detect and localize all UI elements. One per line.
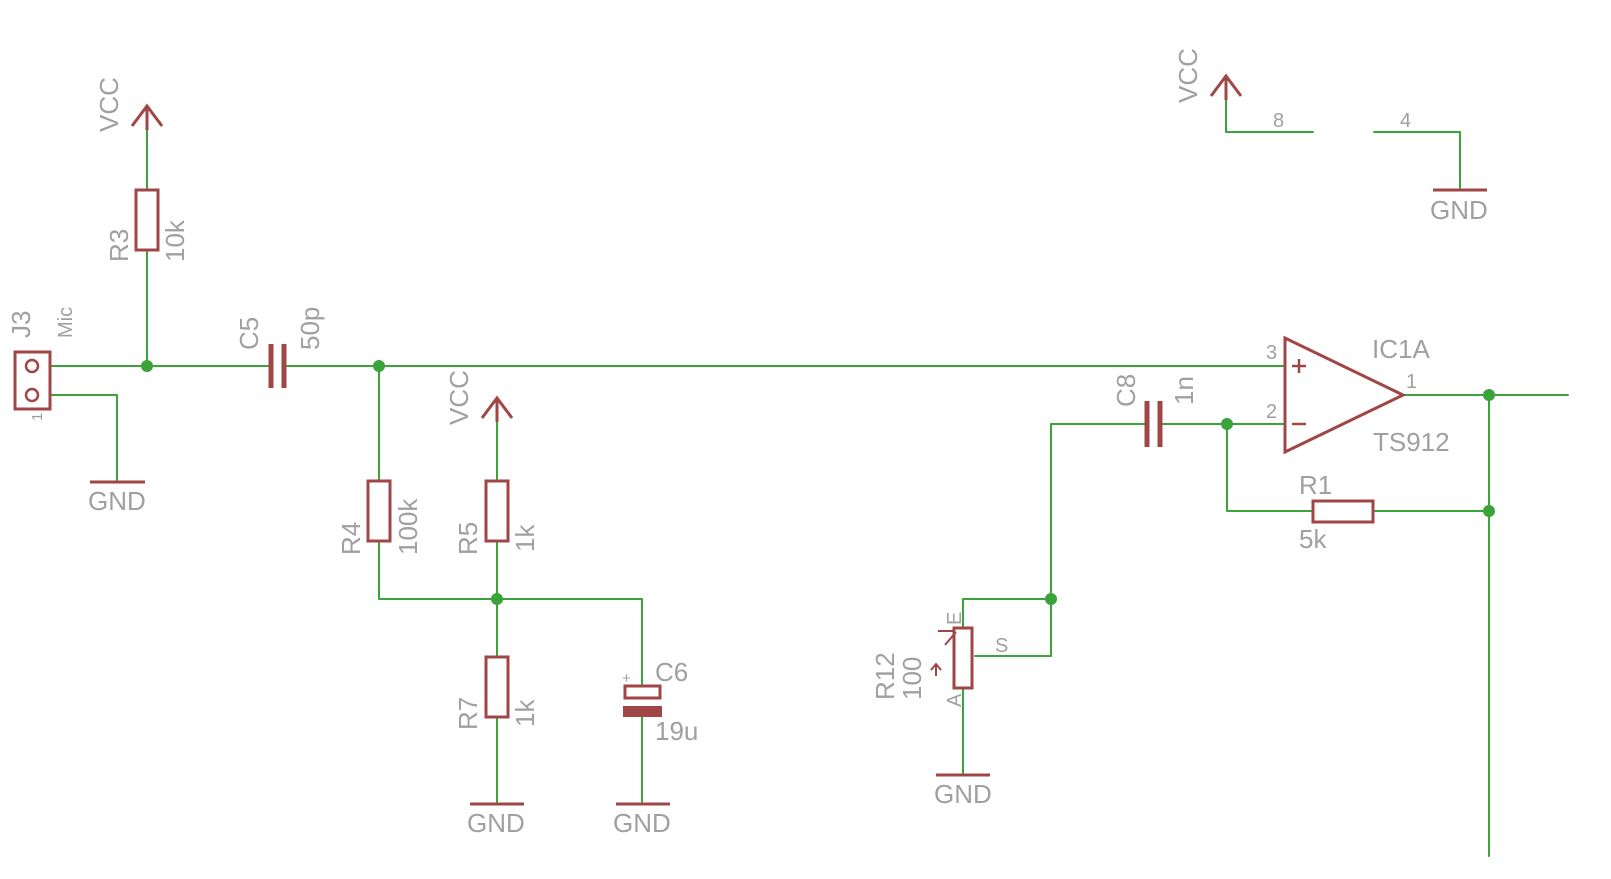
vcc-symbol-r5 (480, 395, 514, 422)
c6-label: C6 (655, 657, 688, 687)
wire-r4-bias (378, 541, 643, 685)
r7-value: 1k (510, 699, 540, 727)
r3-label: R3 (104, 229, 134, 262)
pin4-label: 4 (1400, 110, 1411, 132)
junction-pot (1045, 593, 1057, 605)
mic-label: Mic (55, 307, 77, 338)
capacitor-c8 (1109, 401, 1197, 447)
gnd-label-ic: GND (1430, 195, 1488, 225)
r12-label: R12 (870, 652, 900, 700)
resistor-r3 (134, 188, 160, 252)
resistor-r4 (366, 479, 392, 543)
r1-value: 5k (1299, 524, 1327, 554)
pin2-label: 2 (1266, 401, 1277, 423)
r5-label: R5 (453, 522, 483, 555)
junction-r4 (373, 360, 385, 372)
vcc-label-ic: VCC (1173, 48, 1203, 103)
r3-value: 10k (160, 219, 190, 262)
ic1a-label: IC1A (1372, 334, 1430, 364)
j3-label: J3 (6, 311, 36, 338)
c6-value: 19u (655, 716, 698, 746)
pin1-label: 1 (1406, 371, 1417, 393)
resistor-r7 (484, 655, 510, 719)
r4-value: 100k (393, 498, 423, 555)
vcc-label-r3: VCC (94, 77, 124, 132)
gnd-label-j3: GND (88, 486, 146, 516)
gnd-label-c6: GND (613, 808, 671, 838)
wire-j3-gnd (49, 394, 118, 481)
potentiometer-r12 (930, 626, 974, 690)
junction-minus (1221, 418, 1233, 430)
gnd-label-r12: GND (934, 779, 992, 809)
vcc-symbol-ic (1209, 73, 1243, 100)
c8-value: 1n (1169, 376, 1199, 405)
r5-value: 1k (510, 524, 540, 552)
pot-s-label: S (995, 635, 1008, 657)
connector-j3 (13, 350, 52, 411)
wire-pin4 (1373, 131, 1461, 189)
junction-fb (1483, 505, 1495, 517)
r1-label: R1 (1299, 470, 1332, 500)
wire-fb-left (1226, 423, 1313, 512)
junction-r3 (141, 360, 153, 372)
junctions (141, 360, 1495, 605)
wires (49, 77, 1569, 857)
r12-value: 100 (897, 657, 927, 700)
c8-label: C8 (1111, 374, 1141, 407)
resistor-r5 (484, 479, 510, 543)
c6-plus-sign: + (622, 670, 631, 687)
wire-pin8 (1225, 77, 1314, 133)
opamp-ic1a (1283, 335, 1407, 455)
wire-pot-e (962, 598, 1052, 629)
pin3-label: 3 (1266, 342, 1277, 364)
j3-pin1-label: 1 (29, 413, 46, 421)
pot-e-label: E (944, 612, 966, 625)
gnd-label-r7: GND (467, 808, 525, 838)
capacitor-c6 (623, 684, 662, 717)
junction-bias (491, 593, 503, 605)
pot-a-label: A (944, 693, 966, 707)
vcc-symbol-r3 (130, 103, 164, 130)
c5-value: 50p (295, 307, 325, 350)
r4-label: R4 (336, 522, 366, 555)
capacitor-c5 (234, 344, 322, 388)
wire-pot-s (974, 423, 1111, 657)
ts912-label: TS912 (1373, 427, 1450, 457)
resistor-r1 (1311, 499, 1375, 524)
c5-label: C5 (234, 317, 264, 350)
junction-out (1483, 389, 1495, 401)
r7-label: R7 (453, 697, 483, 730)
pin8-label: 8 (1273, 110, 1284, 132)
vcc-label-r5: VCC (444, 370, 474, 425)
